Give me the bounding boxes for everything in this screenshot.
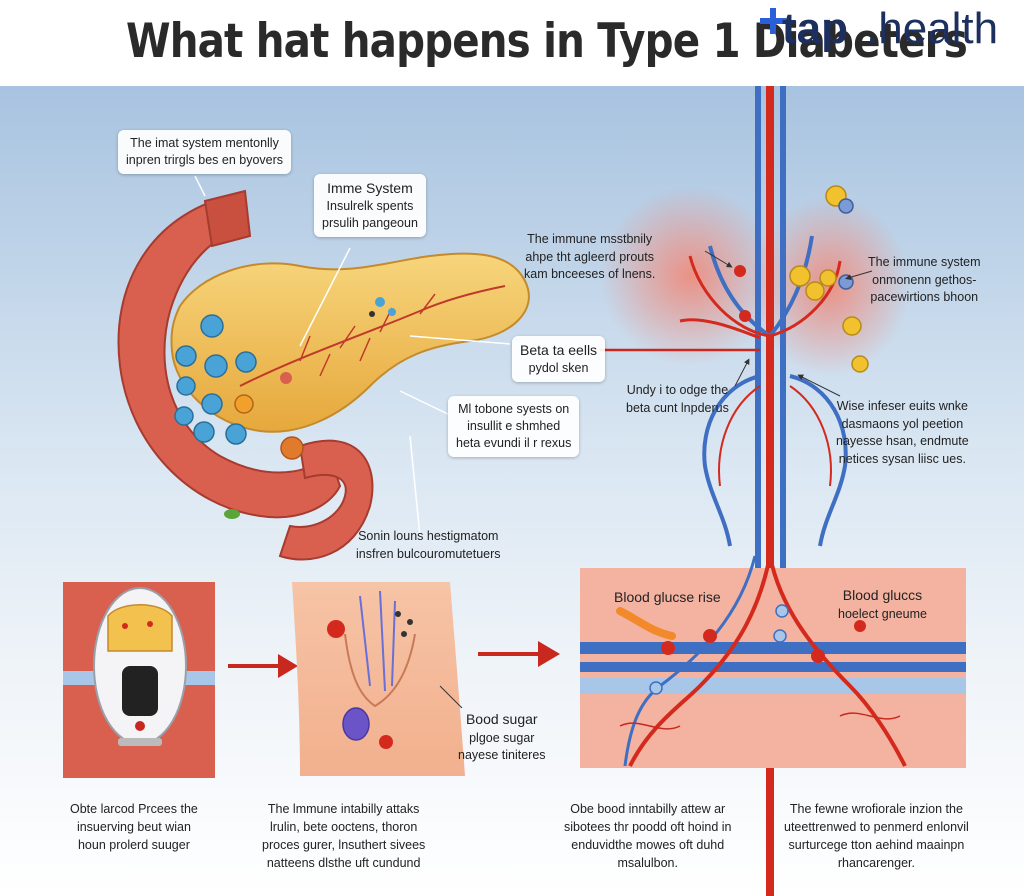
caption-line: proces gurer, lnsuthert sivees <box>262 838 426 853</box>
duodenum <box>117 189 374 561</box>
label-beta-cells-destroyed: Undy i to odge the beta cunt lnpderus <box>626 382 729 417</box>
label-blood-glucose-rise: Blood glucse rise <box>614 589 721 605</box>
label-line: The immune msstbnily <box>527 232 653 246</box>
vessel-tissue-panel <box>580 555 966 768</box>
caption-line: enduvidthe mowes oft duhd <box>571 838 725 853</box>
page-title: What hat happens in Type 1 Diabeters <box>126 14 968 69</box>
caption-4: The fewne wrofiorale inzion the uteettre… <box>784 800 969 873</box>
caption-line: lrulin, bete ooctens, thoron <box>269 820 418 835</box>
label-insulin-production: Sonin louns hestigmatom insfren bulcouro… <box>356 528 501 563</box>
caption-2: The lmmune intabilly attaks lrulin, bete… <box>262 800 425 873</box>
caption-line: insuerving beut wian <box>76 820 191 835</box>
caption-1: Obte larcod Prcees the insuerving beut w… <box>70 800 198 854</box>
label-line: dasmaons yol peetion <box>841 416 964 431</box>
callout-beta-cells: Beta ta eells pydol sken <box>512 336 606 382</box>
label-line: plgoe sugar <box>469 730 535 745</box>
illustration-svg <box>63 86 966 896</box>
blood-vessels <box>600 86 848 896</box>
label-line: nayese tiniteres <box>458 748 546 763</box>
callout-insulin-destroyed: Ml tobone syests on insullit e shmhed he… <box>448 396 580 457</box>
callout-line: Ml tobone syests on <box>458 402 570 416</box>
caption-line: msalulbon. <box>617 856 678 871</box>
caption-line: The lmmune intabilly attaks <box>267 802 420 816</box>
flow-arrows <box>228 641 560 678</box>
label-line: insfren bulcouromutetuers <box>356 546 501 561</box>
callout-line: inpren trirgls bes en byovers <box>126 152 284 167</box>
label-line: hoelect gneume <box>838 606 927 621</box>
caption-line: rhancarenger. <box>837 856 915 871</box>
caption-3: Obe bood inntabilly attew ar sibotees th… <box>564 800 731 873</box>
callout-title: Beta ta eells <box>520 342 598 358</box>
label-line: onmonenn gethos- <box>872 272 977 287</box>
label-line: Wise infeser euits wnke <box>836 399 969 413</box>
header: What hat happens in Type 1 Diabeters tap… <box>0 0 1024 86</box>
caption-line: uteettrenwed to penmerd enlonvil <box>784 820 969 835</box>
caption-line: surturcege tton aehind maainpn <box>788 838 965 853</box>
callout-line: prsulih pangeoun <box>322 215 418 230</box>
label-line: pacewirtions bhoon <box>870 290 979 304</box>
caption-line: sibotees thr poodd oft hoind in <box>564 820 732 835</box>
caption-line: The fewne wrofiorale inzion the <box>789 802 963 816</box>
label-title: Bood sugar <box>465 711 538 727</box>
label-line: ahpe tht agleerd prouts <box>525 249 654 264</box>
label-line: The immune system <box>868 255 981 269</box>
label-blood-sugar: Bood sugar plgoe sugar nayese tiniteres <box>458 710 546 765</box>
leader-lines-right <box>704 250 873 397</box>
illustration: The imat system mentonlly inpren trirgls… <box>0 86 1024 896</box>
caption-line: natteens dlsthe uft cundund <box>266 856 421 871</box>
callout-immune-system: Imme System Insulrelk spents prsulih pan… <box>314 174 426 237</box>
glucose-device-panel <box>63 582 215 778</box>
label-line: kam bnceeses of lnens. <box>524 267 656 281</box>
label-line: Undy i to odge the <box>626 383 729 397</box>
tissue-panel <box>292 582 465 776</box>
label-line: nayesse hsan, endmute <box>836 434 969 448</box>
caption-line: Obte larcod Prcees the <box>70 802 198 816</box>
callout-line: heta evundi il r rexus <box>456 435 572 450</box>
callout-title: Imme System <box>327 180 413 196</box>
logo-brand-text: tap <box>782 4 848 53</box>
plus-icon <box>760 8 786 34</box>
label-line: netices sysan liisc ues. <box>838 451 966 466</box>
caption-line: houn prolerd suuger <box>77 838 190 853</box>
callout-immune-mistake: The imat system mentonlly inpren trirgls… <box>118 130 292 174</box>
label-blood-glucose-right: Blood gluccs hoelect gneume <box>838 586 927 623</box>
label-line: Sonin louns hestigmatom <box>358 529 499 543</box>
label-immune-attack: The immune msstbnily ahpe tht agleerd pr… <box>524 231 655 284</box>
islet-cells <box>174 297 396 519</box>
callout-line: The imat system mentonlly <box>130 136 279 150</box>
label-title: Blood gluccs <box>842 587 923 603</box>
callout-line: insullit e shmhed <box>467 418 561 433</box>
label-immune-system-right: The immune system onmonenn gethos- pacew… <box>868 254 981 307</box>
label-line: beta cunt lnpderus <box>626 400 729 415</box>
logo-suffix-text: .health <box>866 4 999 53</box>
leader-lines-left <box>194 175 511 537</box>
callout-line: Insulrelk spents <box>326 198 414 213</box>
label-insulin-deficiency: Wise infeser euits wnke dasmaons yol pee… <box>836 398 969 468</box>
callout-line: pydol sken <box>528 360 589 375</box>
caption-line: Obe bood inntabilly attew ar <box>570 802 726 816</box>
